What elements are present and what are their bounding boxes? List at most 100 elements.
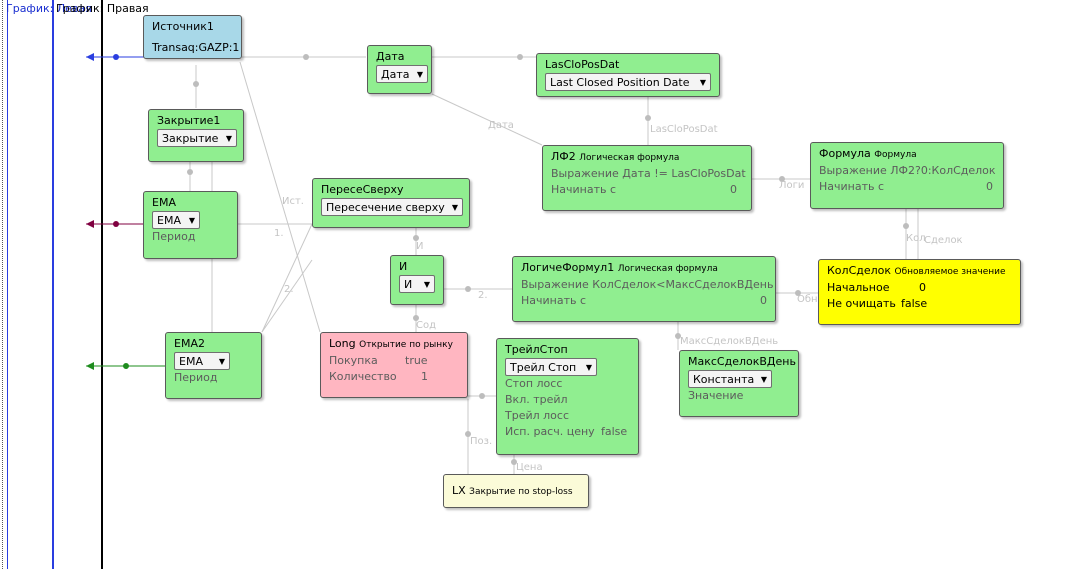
node-cross[interactable]: ПересеСверху Пересечение сверху▼ [312, 178, 470, 228]
select-value: Закрытие [162, 131, 219, 145]
chart-panel-left[interactable]: График: Левая [2, 0, 92, 569]
wire-label-i: И [416, 241, 424, 252]
node-type: Открытие по рынку [359, 340, 453, 350]
trail-select[interactable]: Трейл Стоп▼ [505, 358, 597, 376]
close1-select[interactable]: Закрытие ▼ [157, 129, 237, 147]
node-title: ТрейлСтоп [505, 343, 568, 356]
wire-label-two: 2. [284, 284, 294, 295]
chevron-down-icon: ▼ [188, 215, 195, 225]
param-label: Покупка [329, 354, 378, 367]
chevron-down-icon: ▼ [423, 279, 430, 289]
param-value: 1 [421, 370, 428, 383]
node-lf1[interactable]: ЛогичеФормул1 Логическая формула Выражен… [512, 256, 776, 322]
ema2-param: Период [174, 371, 218, 384]
param-value: true [405, 354, 428, 367]
trail-param-2: Вкл. трейл [505, 393, 568, 406]
node-lx[interactable]: LX Закрытие по stop-loss [443, 474, 589, 508]
chevron-down-icon: ▼ [225, 133, 232, 143]
wire-label-lasclo: LasCloPosDat [650, 124, 718, 135]
chevron-down-icon: ▼ [585, 362, 592, 372]
select-value: EMA [157, 213, 181, 227]
node-maxsd[interactable]: МаксСделокВДень Константа▼ Значение [679, 350, 799, 417]
maxsd-select[interactable]: Константа▼ [688, 370, 772, 388]
param-label: Начальное [827, 281, 890, 294]
node-type: Логическая формула [617, 264, 718, 274]
node-title: LasCloPosDat [545, 58, 620, 71]
node-trail[interactable]: ТрейлСтоп Трейл Стоп▼ Стоп лосс Вкл. тре… [496, 338, 639, 455]
param-label: Выражение [551, 167, 619, 180]
wire-label-price: Цена [516, 462, 543, 473]
data-select[interactable]: Дата▼ [376, 65, 428, 83]
select-value: Константа [693, 372, 755, 386]
node-close1[interactable]: Закрытие1 Закрытие ▼ [148, 109, 244, 162]
long-qty-row: Количество 1 [329, 369, 459, 385]
panel-divider [7, 0, 8, 569]
wire-label-cond: Сод [416, 320, 437, 331]
node-title: Long Открытие по рынку [329, 336, 459, 353]
node-kolsdelok[interactable]: КолСделок Обновляемое значение Начальное… [818, 259, 1021, 325]
wire-label-one: 1. [274, 228, 284, 239]
source-value: Transaq:GAZP:1 [152, 41, 240, 54]
param-value: 0 [760, 294, 767, 307]
node-ema2[interactable]: EMA2 EMA▼ Период [165, 332, 262, 399]
node-name: Формула [819, 147, 871, 160]
node-name: LX [452, 484, 466, 497]
param-label: Выражение [521, 278, 589, 291]
select-value: Last Closed Position Date [550, 75, 690, 89]
ema2-select[interactable]: EMA▼ [174, 352, 230, 370]
param-label: Начинать с [551, 183, 617, 196]
param-label: Количество [329, 370, 397, 383]
param-label: Начинать с [819, 180, 885, 193]
node-formula[interactable]: Формула Формула Выражение ЛФ2?0:КолСдело… [810, 142, 1004, 209]
trail-param-1: Стоп лосс [505, 377, 563, 390]
select-value: EMA [179, 354, 203, 368]
select-value: И [404, 277, 413, 291]
param-label: Начинать с [521, 294, 587, 307]
ema-select[interactable]: EMA ▼ [152, 211, 200, 229]
param-value: ЛФ2?0:КолСделок [890, 164, 996, 177]
lf1-start-row: Начинать с 0 [521, 293, 767, 309]
node-title: EMA2 [174, 337, 205, 350]
node-data[interactable]: Дата Дата▼ [367, 45, 432, 94]
wire-label-obn: Обн [797, 294, 818, 305]
param-value: 0 [986, 180, 993, 193]
node-title: LX Закрытие по stop-loss [452, 483, 580, 500]
select-value: Пересечение сверху [326, 200, 445, 214]
param-value: false [901, 297, 928, 310]
wire-label-data: Дата [488, 120, 514, 131]
node-title: Источник1 [152, 20, 214, 33]
node-ema[interactable]: EMA EMA ▼ Период [143, 191, 238, 259]
node-type: Обновляемое значение [894, 267, 1006, 277]
trail-param-3: Трейл лосс [505, 409, 570, 422]
node-source1[interactable]: Источник1 Transaq:GAZP:1 [143, 15, 242, 59]
node-title: МаксСделокВДень [688, 355, 796, 368]
node-type: Логическая формула [579, 153, 680, 163]
panel-title-left: График: Левая [6, 2, 92, 15]
chevron-down-icon: ▼ [416, 69, 423, 79]
param-label: Исп. расч. цену [505, 425, 595, 438]
node-and[interactable]: И И▼ [390, 255, 444, 305]
wire-label-logi: Логи [779, 180, 805, 191]
kolsdelok-initial-row: Начальное 0 [827, 280, 1012, 296]
lasclo-select[interactable]: Last Closed Position Date▼ [545, 73, 711, 91]
node-title: Дата [376, 50, 405, 63]
cross-select[interactable]: Пересечение сверху▼ [321, 198, 463, 216]
and-select[interactable]: И▼ [399, 275, 435, 293]
node-title: EMA [152, 196, 176, 209]
formula-start-row: Начинать с 0 [819, 179, 995, 195]
chart-panel-right[interactable]: График: Правая [53, 0, 149, 569]
param-value: false [601, 425, 628, 438]
ema-param: Период [152, 230, 196, 243]
wire-label-sdelok: Сделок [924, 235, 963, 246]
node-title: КолСделок Обновляемое значение [827, 263, 1012, 280]
param-value: Дата != LasCloPosDat [622, 167, 746, 180]
param-value: 0 [919, 281, 926, 294]
node-type: Закрытие по stop-loss [469, 487, 573, 497]
node-title: ПересеСверху [321, 183, 404, 196]
node-long[interactable]: Long Открытие по рынку Покупка true Колич… [320, 332, 468, 398]
node-lasclo[interactable]: LasCloPosDat Last Closed Position Date▼ [536, 53, 720, 97]
node-title: Закрытие1 [157, 114, 221, 127]
node-lf2[interactable]: ЛФ2 Логическая формула Выражение Дата !=… [542, 145, 752, 211]
